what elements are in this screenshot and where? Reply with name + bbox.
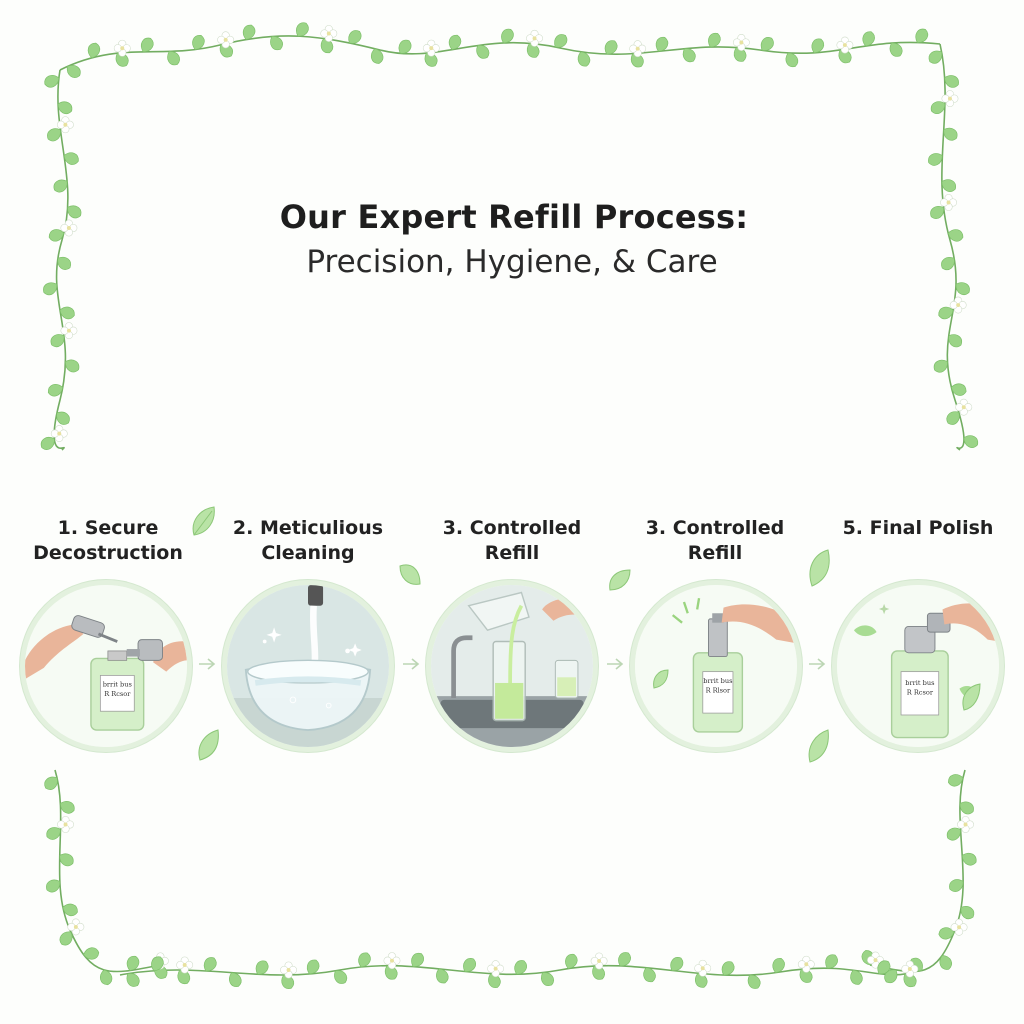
leaf-icon: [809, 549, 830, 587]
leaf-icon: [198, 729, 219, 761]
leaf-icon: [609, 569, 631, 591]
leaf-icon: [962, 683, 981, 711]
title-block: Our Expert Refill Process: Precision, Hy…: [0, 198, 1024, 280]
arrow-right-icon: [199, 658, 216, 670]
vine-leaf: [45, 381, 66, 399]
vine-leaf: [949, 381, 969, 398]
step-3-image: [426, 580, 598, 752]
step-4-image: brrit bus R Rlsor: [630, 580, 802, 752]
step-5-bottle-label-1: brrit bus: [905, 679, 935, 687]
arrow-right-icon: [809, 658, 826, 670]
step-1-image: brrit bus R Rcsor: [20, 580, 192, 752]
step-1-label: 1. Secure Decostruction: [33, 517, 183, 564]
step-4-bottle-label-1: brrit bus: [703, 677, 733, 685]
step-2-image: [222, 580, 394, 752]
step-4-bottle-label-2: R Rlsor: [706, 686, 731, 694]
step-5-label: 5. Final Polish: [842, 517, 994, 539]
leaf-icon: [808, 729, 829, 763]
step-4-label: 3. Controlled Refill: [645, 517, 785, 564]
step-2-label: 2. Meticulious Cleaning: [232, 517, 384, 564]
step-5-image: brrit bus R Rcsor: [832, 580, 1004, 752]
step-1-bottle-label-1: brrit bus: [103, 681, 133, 689]
vine-leaf: [936, 952, 955, 973]
vine-leaf: [82, 946, 100, 961]
step-5-bottle-label-2: R Rcsor: [907, 688, 934, 696]
page-subtitle: Precision, Hygiene, & Care: [306, 244, 718, 280]
step-1-bottle-label-2: R Rcsor: [104, 690, 131, 698]
leaf-icon: [192, 506, 215, 536]
leaf-icon: [399, 564, 421, 585]
leaf-icon: [653, 669, 669, 689]
vine-leaf: [60, 901, 80, 918]
page-title: Our Expert Refill Process:: [279, 198, 749, 236]
step-3-label: 3. Controlled Refill: [442, 517, 582, 564]
arrow-right-icon: [403, 658, 420, 670]
arrow-right-icon: [607, 658, 624, 670]
